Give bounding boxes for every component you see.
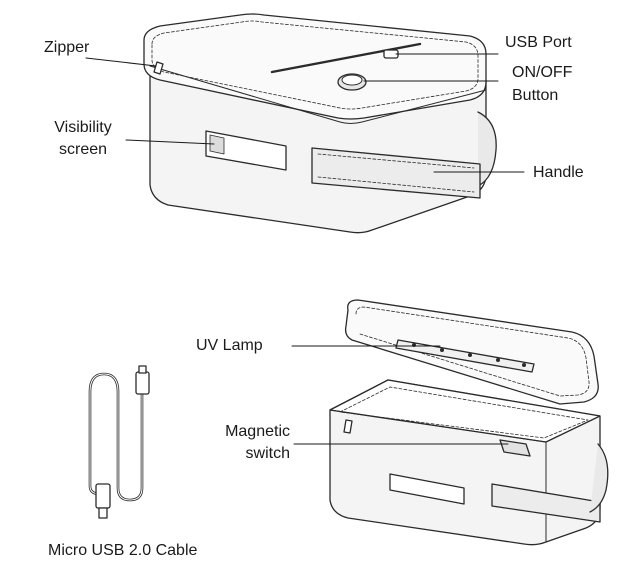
open-case [329,299,609,546]
cable-micro-usb-connector [135,371,150,395]
open-case-visibility-screen [389,473,465,505]
micro-usb-cable [88,365,150,519]
closed-case-lid-stitch [151,20,479,110]
closed-case-handle-strap [311,147,481,199]
uv-lamp [395,339,535,373]
label-on-off-line2: Button [512,87,559,104]
cable-usb-a-connector [95,483,111,509]
open-case-lid-stitch [355,306,590,397]
closed-case-zipper-seam [149,65,487,124]
open-case-handle [491,483,601,523]
label-visibility-line2: screen [58,141,108,158]
closed-case-zipper-pull [153,61,164,75]
label-zipper: Zipper [44,39,90,56]
closed-case [143,13,497,234]
open-case-zipper-pull [343,419,353,434]
leader-lines [85,53,525,445]
label-magnetic-line1: Magnetic [225,423,290,440]
closed-case-handle-band [477,111,497,187]
visibility-screen [205,130,287,171]
label-uv-lamp: UV Lamp [196,337,263,354]
leader-visibility [125,139,215,145]
label-usb-port: USB Port [505,34,572,51]
label-on-off-line1: ON/OFF [512,64,573,81]
open-case-lid [344,299,599,405]
leader-zipper [85,57,157,67]
label-cable: Micro USB 2.0 Cable [48,542,198,559]
closed-case-handle-stitch [317,153,475,193]
label-visibility-line1: Visibility [54,119,112,136]
closed-case-lid [143,13,487,120]
closed-case-lid-seam [270,42,422,74]
cable-wire [88,372,144,502]
label-magnetic-line2: switch [245,445,290,462]
label-handle: Handle [533,164,584,181]
